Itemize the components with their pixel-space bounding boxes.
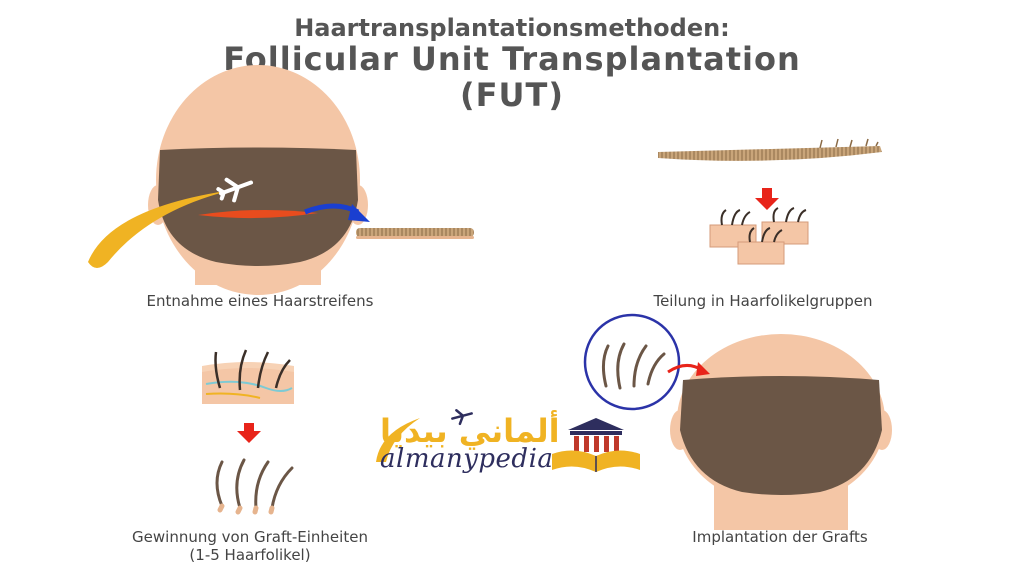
skin-cross-section: [202, 349, 294, 404]
hair-strip-skin: [356, 236, 474, 239]
title-line-1: Haartransplantationsmethoden:: [294, 14, 730, 42]
red-arrow-down-2-icon: [237, 423, 261, 443]
extracted-grafts: [215, 458, 294, 515]
head-back-recipient: [670, 334, 892, 530]
step4-caption: Implantation der Grafts: [692, 528, 868, 546]
magnified-follicles-circle: [583, 313, 681, 411]
logo-swoosh: [376, 418, 420, 462]
airplane-icon: [216, 177, 254, 203]
logo-arabic-text: ألماني بيديا: [380, 412, 560, 450]
red-arrowhead-icon: [696, 362, 710, 376]
red-arrow-down-1-icon: [755, 188, 779, 210]
small-follicles-top: [819, 138, 879, 149]
extracted-strip: [198, 209, 318, 219]
hair-strip-piece: [356, 228, 474, 237]
hair-strip-long: [658, 146, 882, 161]
title-line-3: (FUT): [460, 76, 564, 114]
swoosh-left: [88, 190, 232, 268]
magnified-follicles: [601, 342, 666, 390]
follicle-group-blocks: [709, 207, 809, 265]
step3-caption-line1: Gewinnung von Graft-Einheiten: [132, 528, 368, 546]
head-back-donor: [148, 65, 368, 295]
step3-caption-line2: (1-5 Haarfolikel): [189, 546, 311, 564]
step2-caption: Teilung in Haarfolikelgruppen: [653, 292, 873, 310]
logo-latin-text: almanypedia: [380, 444, 554, 474]
step1-caption: Entnahme eines Haarstreifens: [146, 292, 374, 310]
logo-book-building-icon: [552, 418, 640, 472]
logo-plane-icon: [451, 409, 473, 426]
title-line-2: Follicular Unit Transplantation: [223, 40, 801, 78]
blue-arrowhead-icon: [348, 204, 370, 222]
